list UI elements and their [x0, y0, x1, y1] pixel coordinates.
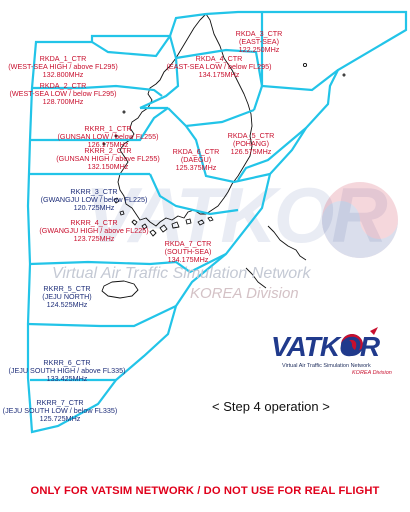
sector-label-rkrr-7: RKRR_7_CTR (JEJU SOUTH LOW / below FL335… [2, 398, 118, 424]
sector-label-rkda-3: RKDA_3_CTR (EAST-SEA) 122.250MHz [235, 29, 283, 55]
sector-label-rkrr-1: RKRR_1_CTR (GUNSAN LOW / below FL255) 12… [57, 124, 159, 150]
step-caption: < Step 4 operation > [212, 399, 330, 414]
sector-desc: (EAST-SEA LOW / below FL295) [166, 62, 272, 72]
sector-freq: 133.425MHz [46, 374, 88, 384]
sector-name: RKRR_4_CTR [70, 218, 118, 227]
sector-label-rkda-1: RKDA_1_CTR (WEST-SEA HIGH / above FL295)… [8, 54, 118, 80]
watermark-emblem [322, 182, 398, 258]
sector-label-rkrr-4: RKRR_4_CTR (GWANGJU HIGH / above FL225) … [39, 218, 149, 244]
sector-freq: 125.375MHz [175, 163, 217, 173]
sector-desc: (DAEGU) [180, 155, 212, 165]
sector-name: RKDA_5_CTR [227, 131, 275, 140]
sector-desc: (POHANG) [233, 139, 269, 149]
sector-label-rkrr-5: RKRR_5_CTR (JEJU NORTH) 124.525MHz [42, 284, 92, 310]
sector-label-rkda-6: RKDA_6_CTR (DAEGU) 125.375MHz [172, 147, 220, 173]
sector-desc: (SOUTH-SEA) [164, 247, 212, 257]
sector-desc: (JEJU SOUTH LOW / below FL335) [2, 406, 118, 416]
sector-freq: 125.725MHz [39, 414, 81, 424]
sector-freq: 124.525MHz [46, 300, 88, 310]
sector-freq: 122.250MHz [238, 45, 280, 55]
sector-desc: (GUNSAN HIGH / above FL255) [56, 154, 160, 164]
sector-desc: (EAST-SEA) [239, 37, 279, 47]
logo-division: KOREA Division [352, 370, 392, 376]
vatkor-logo-emblem [341, 327, 378, 356]
sector-desc: (JEJU SOUTH HIGH / above FL335) [8, 366, 126, 376]
sector-name: RKDA_6_CTR [172, 147, 220, 156]
sector-name: RKDA_1_CTR [39, 54, 87, 63]
sector-name: RKDA_2_CTR [39, 81, 87, 90]
coastline [101, 13, 346, 299]
sector-label-rkrr-6: RKRR_6_CTR (JEJU SOUTH HIGH / above FL33… [8, 358, 126, 384]
sector-freq: 126.575MHz [230, 147, 272, 157]
sector-desc: (GUNSAN LOW / below FL255) [57, 132, 159, 142]
sector-name: RKRR_6_CTR [43, 358, 91, 367]
sector-freq: 134.175MHz [167, 255, 209, 265]
sector-desc: (WEST-SEA LOW / below FL295) [9, 89, 117, 99]
sector-desc: (GWANGJU LOW / below FL225) [40, 195, 148, 205]
sector-label-rkrr-2: RKRR_2_CTR (GUNSAN HIGH / above FL255) 1… [56, 146, 160, 172]
sector-name: RKDA_7_CTR [164, 239, 212, 248]
sector-freq: 120.725MHz [73, 203, 115, 213]
sector-name: RKRR_7_CTR [36, 398, 84, 407]
sector-label-rkda-5: RKDA_5_CTR (POHANG) 126.575MHz [227, 131, 275, 157]
watermark-title: Virtual Air Traffic Simulation Network [52, 265, 311, 282]
sector-name: RKRR_5_CTR [43, 284, 91, 293]
sector-freq: 128.700MHz [42, 97, 84, 107]
watermark-logo: VATKOR [85, 171, 388, 259]
sector-freq: 123.725MHz [73, 234, 115, 244]
sector-name: RKDA_4_CTR [195, 54, 243, 63]
sector-name: RKDA_3_CTR [235, 29, 283, 38]
watermark-subtitle: KOREA Division [190, 285, 299, 302]
sector-desc: (WEST-SEA HIGH / above FL295) [8, 62, 118, 72]
sector-desc: (GWANGJU HIGH / above FL225) [39, 226, 149, 236]
sector-name: RKRR_2_CTR [84, 146, 132, 155]
sector-boundaries [26, 10, 408, 434]
sector-freq: 132.150MHz [87, 162, 129, 172]
sector-name: RKRR_1_CTR [84, 124, 132, 133]
sector-name: RKRR_3_CTR [70, 187, 118, 196]
sector-freq: 126.175MHz [87, 140, 129, 150]
sector-label-rkda-4: RKDA_4_CTR (EAST-SEA LOW / below FL295) … [166, 54, 272, 80]
logo-tagline: Virtual Air Traffic Simulation Network [282, 363, 371, 369]
sector-freq: 134.175MHz [198, 70, 240, 80]
sector-desc: (JEJU NORTH) [42, 292, 92, 302]
vatkor-logo-text: VATKOR [271, 331, 380, 362]
sector-label-rkda-7: RKDA_7_CTR (SOUTH-SEA) 134.175MHz [164, 239, 212, 265]
sector-label-rkda-2: RKDA_2_CTR (WEST-SEA LOW / below FL295) … [9, 81, 117, 107]
sector-label-rkrr-3: RKRR_3_CTR (GWANGJU LOW / below FL225) 1… [40, 187, 148, 213]
warning-banner: ONLY FOR VATSIM NETWORK / DO NOT USE FOR… [30, 485, 380, 497]
sector-freq: 132.800MHz [42, 70, 84, 80]
